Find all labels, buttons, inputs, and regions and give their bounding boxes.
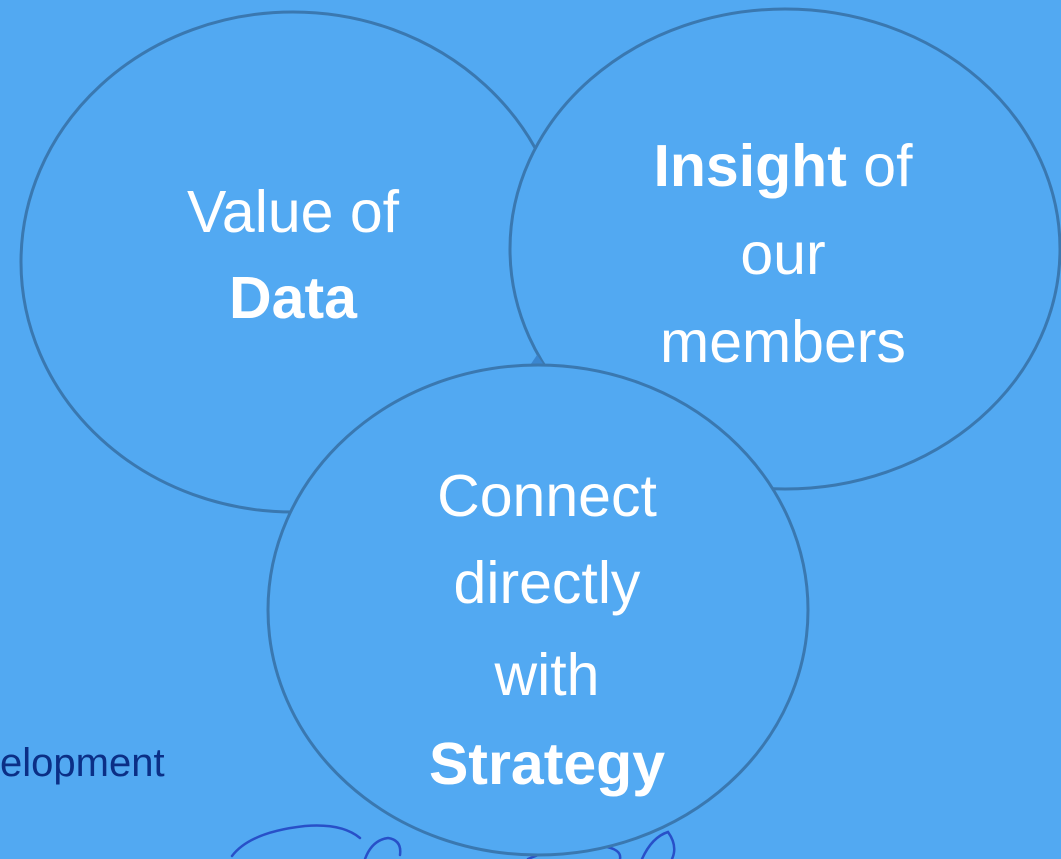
label-insight: Insight	[654, 133, 847, 199]
circle-insight-of-members	[508, 7, 1061, 491]
label-members: members	[660, 309, 906, 375]
circle-connect-with-strategy	[266, 363, 810, 857]
label-data: Data	[229, 265, 358, 331]
label-value-of: Value of	[187, 179, 400, 245]
label-strategy: Strategy	[429, 731, 665, 797]
doodle-sketch	[230, 824, 676, 859]
label-of: of	[847, 133, 913, 199]
label-with: with	[494, 642, 600, 708]
label-connect: Connect	[437, 463, 657, 529]
label-directly: directly	[454, 550, 641, 616]
label-our: our	[740, 221, 825, 287]
label-insight-of: Insight of	[654, 133, 914, 199]
side-text-development: elopment	[0, 741, 165, 785]
